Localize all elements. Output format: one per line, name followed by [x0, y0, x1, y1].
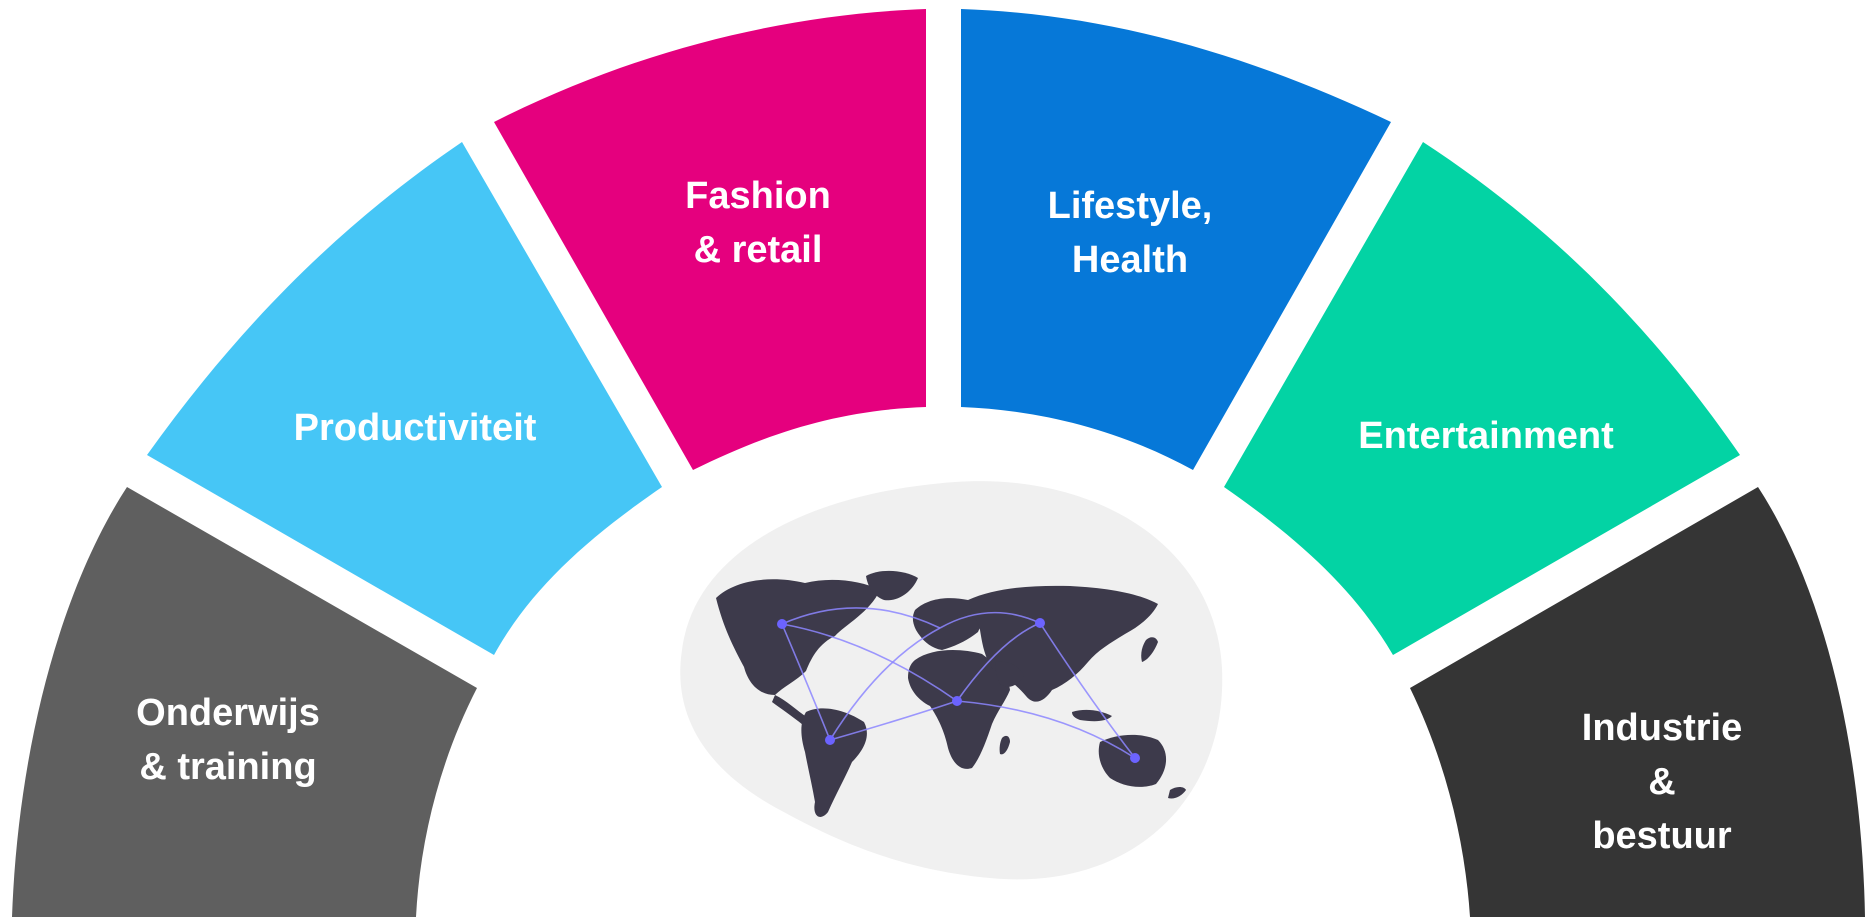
- link-asia-australia: [1039, 622, 1136, 759]
- segment-label-lifestyle-1: Lifestyle,: [1048, 185, 1213, 227]
- new-zealand-shape: [1168, 787, 1186, 799]
- segment-label-industrie-1: Industrie: [1582, 707, 1742, 749]
- segment-label-fashion-2: & retail: [694, 229, 823, 271]
- japan-shape: [1141, 637, 1158, 662]
- segment-label-industrie-2: &: [1648, 761, 1675, 803]
- segment-fashion: [494, 9, 926, 470]
- africa-shape: [908, 650, 1010, 769]
- connection-lines: [781, 607, 1136, 759]
- labels-layer: Onderwijs & training Productiviteit Fashion…: [136, 175, 1742, 857]
- segment-label-lifestyle-2: Health: [1072, 239, 1188, 281]
- madagascar-shape: [999, 735, 1010, 755]
- link-na-sa: [781, 623, 831, 741]
- link-na-africa: [781, 623, 958, 702]
- link-africa-asia: [956, 622, 1041, 702]
- south-america-shape: [801, 708, 867, 817]
- link-na-europe: [781, 607, 941, 629]
- segment-entertainment: [1224, 142, 1740, 655]
- arabia-shape: [995, 661, 1024, 687]
- connection-nodes: [777, 618, 1140, 763]
- link-europe-asia: [939, 611, 1041, 629]
- segment-label-industrie-3: bestuur: [1592, 815, 1732, 857]
- node-asia: [1035, 618, 1045, 628]
- link-sa-europe: [829, 627, 941, 741]
- node-south-america: [825, 735, 835, 745]
- greenland-shape: [866, 570, 918, 601]
- node-australia: [1130, 753, 1140, 763]
- link-sa-africa: [829, 700, 958, 741]
- segment-label-onderwijs-2: & training: [139, 746, 316, 788]
- world-map-icon: [716, 570, 1186, 817]
- central-america-shape: [772, 695, 808, 725]
- segment-productiviteit: [147, 142, 662, 655]
- segment-label-entertainment-1: Entertainment: [1358, 415, 1614, 457]
- center-graphic: [680, 481, 1223, 880]
- segment-onderwijs: [12, 487, 477, 917]
- segments-layer: [12, 9, 1865, 917]
- segment-label-productiviteit-1: Productiviteit: [294, 407, 537, 449]
- node-north-america: [777, 619, 787, 629]
- segment-industrie: [1410, 487, 1865, 917]
- segment-lifestyle: [961, 9, 1391, 470]
- segment-label-fashion-1: Fashion: [685, 175, 831, 217]
- segment-label-onderwijs-1: Onderwijs: [136, 692, 320, 734]
- node-africa: [952, 696, 962, 706]
- link-africa-australia: [956, 700, 1136, 759]
